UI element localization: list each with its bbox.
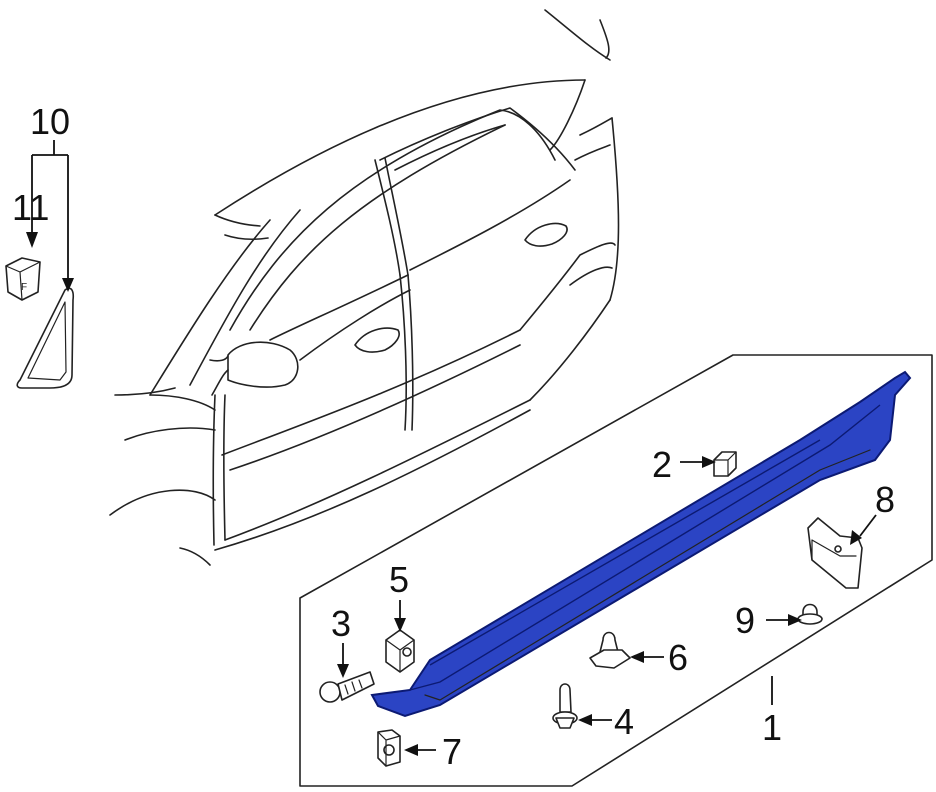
callout-11: 11 xyxy=(12,187,49,228)
callout-10: 10 xyxy=(30,101,70,142)
callout-8: 8 xyxy=(875,479,895,520)
push-pin-part-4 xyxy=(552,683,578,729)
callout-5: 5 xyxy=(389,559,409,600)
rocker-molding-edge xyxy=(409,404,881,691)
screw-part-3 xyxy=(319,671,375,703)
callout-7: 7 xyxy=(442,731,462,772)
rocker-molding xyxy=(370,370,912,718)
button-clip-part-9 xyxy=(797,603,823,625)
clip-part-7 xyxy=(377,729,401,767)
callout-4: 4 xyxy=(614,701,634,742)
clip-part-11: F xyxy=(5,257,41,301)
callout-3: 3 xyxy=(331,603,351,644)
callout-9: 9 xyxy=(735,600,755,641)
callout-6: 6 xyxy=(668,637,688,678)
trim-part-10 xyxy=(16,287,75,389)
callout-labels: 1 2 3 4 5 6 7 8 9 10 11 xyxy=(12,101,895,772)
svg-text:F: F xyxy=(21,282,27,293)
nut-clip-part-5 xyxy=(385,629,415,673)
callout-1: 1 xyxy=(762,707,782,748)
callout-2: 2 xyxy=(652,444,672,485)
leader-lines xyxy=(26,140,877,756)
car-body-outline xyxy=(109,9,620,566)
retainer-part-6 xyxy=(589,631,631,669)
parts-inset-frame xyxy=(299,354,933,787)
bracket-part-8 xyxy=(807,517,863,589)
rocker-molding-inner xyxy=(424,449,871,701)
